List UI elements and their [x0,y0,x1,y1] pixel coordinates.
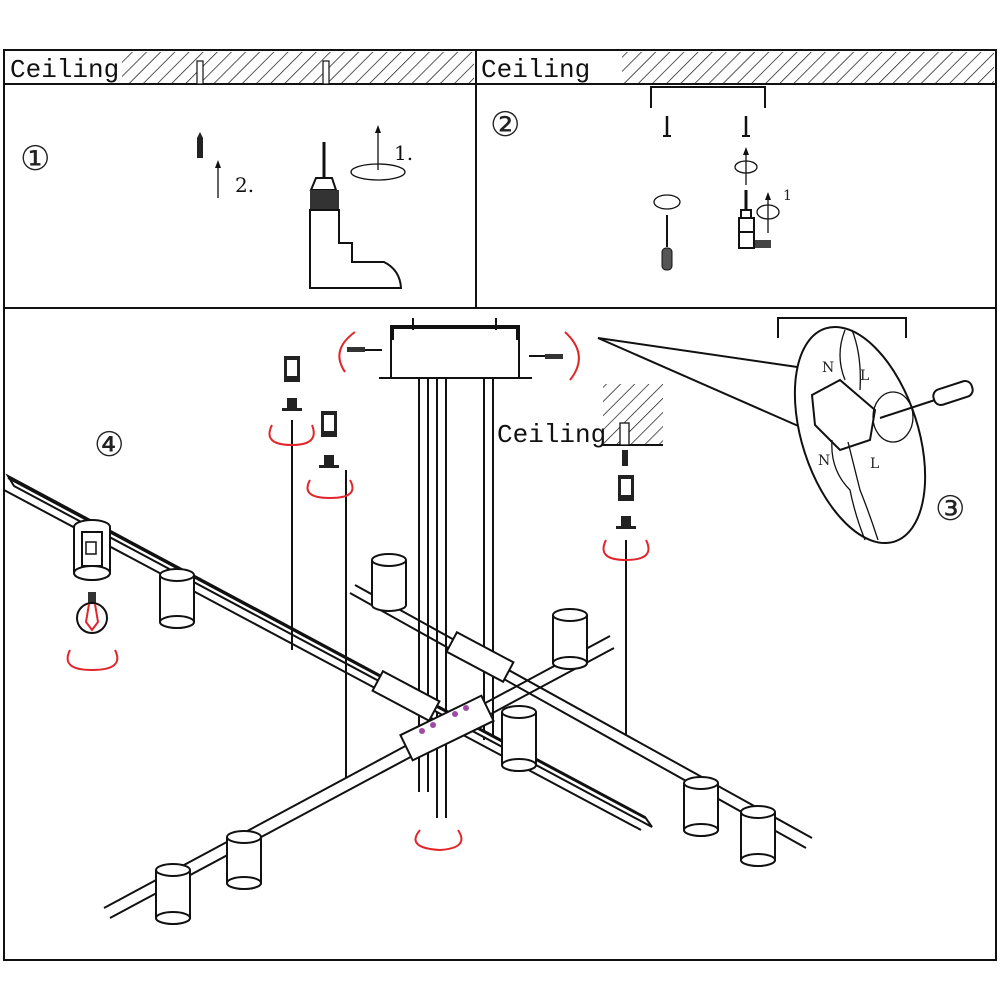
wire-label-n: N [822,360,834,376]
rotate-arrow-icon [653,194,681,210]
rotate-arrow-icon [350,163,406,181]
ceiling-hatch-detail [603,384,663,445]
panel-1: Ceiling ① 2. 1. [10,52,474,289]
rotate-arrow-icon [756,204,780,220]
light-cylinders [155,553,776,925]
arm-connector [371,669,441,723]
step-number-2: ② [490,105,520,145]
wire-label-l: L [860,368,869,384]
wall-anchor-hole-icon [196,60,204,85]
step-number-3: ③ [935,489,965,529]
screw-icon [663,116,750,137]
step-number-1: ① [20,139,50,179]
rotate-arrow-icon [66,649,119,672]
side-screw-icon [347,347,563,359]
wire-label-l: L [870,456,879,472]
panel-4: ④ [3,318,819,925]
mounting-bracket [650,86,766,108]
ceiling-label-4: Ceiling [497,420,606,450]
arm-connector [445,630,515,684]
mounting-bracket [777,317,907,338]
step-number-4: ④ [94,425,124,465]
annotation-1: 1. [394,141,413,165]
annotation-1: 1 [783,188,792,204]
light-bulb-icon [76,592,108,634]
wall-anchor-icon [197,132,203,158]
rotate-arrow-icon [414,829,463,852]
magnify-circle [872,391,914,443]
terminal-block [810,378,877,452]
wire-label-n: N [818,453,830,469]
panel-2: Ceiling ② 1 [481,52,994,271]
outer-frame [3,49,997,961]
screwdriver-icon [661,215,673,271]
wall-anchor-hole-icon [322,60,330,85]
rotate-arrow-icon [268,424,315,447]
callout-line [597,337,813,433]
screw-dots [419,705,469,734]
ceiling-label-2: Ceiling [481,55,590,85]
drill-icon [309,142,403,289]
ceiling-label-1: Ceiling [10,55,119,85]
annotation-2: 2. [235,173,254,197]
rotate-arrow-icon [306,479,354,500]
suspension-cables [291,420,627,778]
canopy [379,318,532,379]
wire [839,329,846,381]
rotate-arrow-icon [734,160,758,174]
socket-cylinder [73,519,111,581]
anchor-icon [622,450,628,466]
arm-back [349,584,813,849]
drill-icon [738,190,771,249]
callout-line [597,337,819,371]
ceiling-hatch-1 [122,52,474,83]
rotate-arrow-icon [338,331,356,373]
cable-gripper-icon [282,356,636,529]
panel-3-detail: N L N L ③ [777,317,974,545]
rotate-arrow-icon [564,331,580,381]
rotate-arrow-icon [602,539,650,562]
hub-connector [399,694,495,762]
ceiling-hatch-2 [622,52,994,83]
screwdriver-icon [879,380,974,419]
